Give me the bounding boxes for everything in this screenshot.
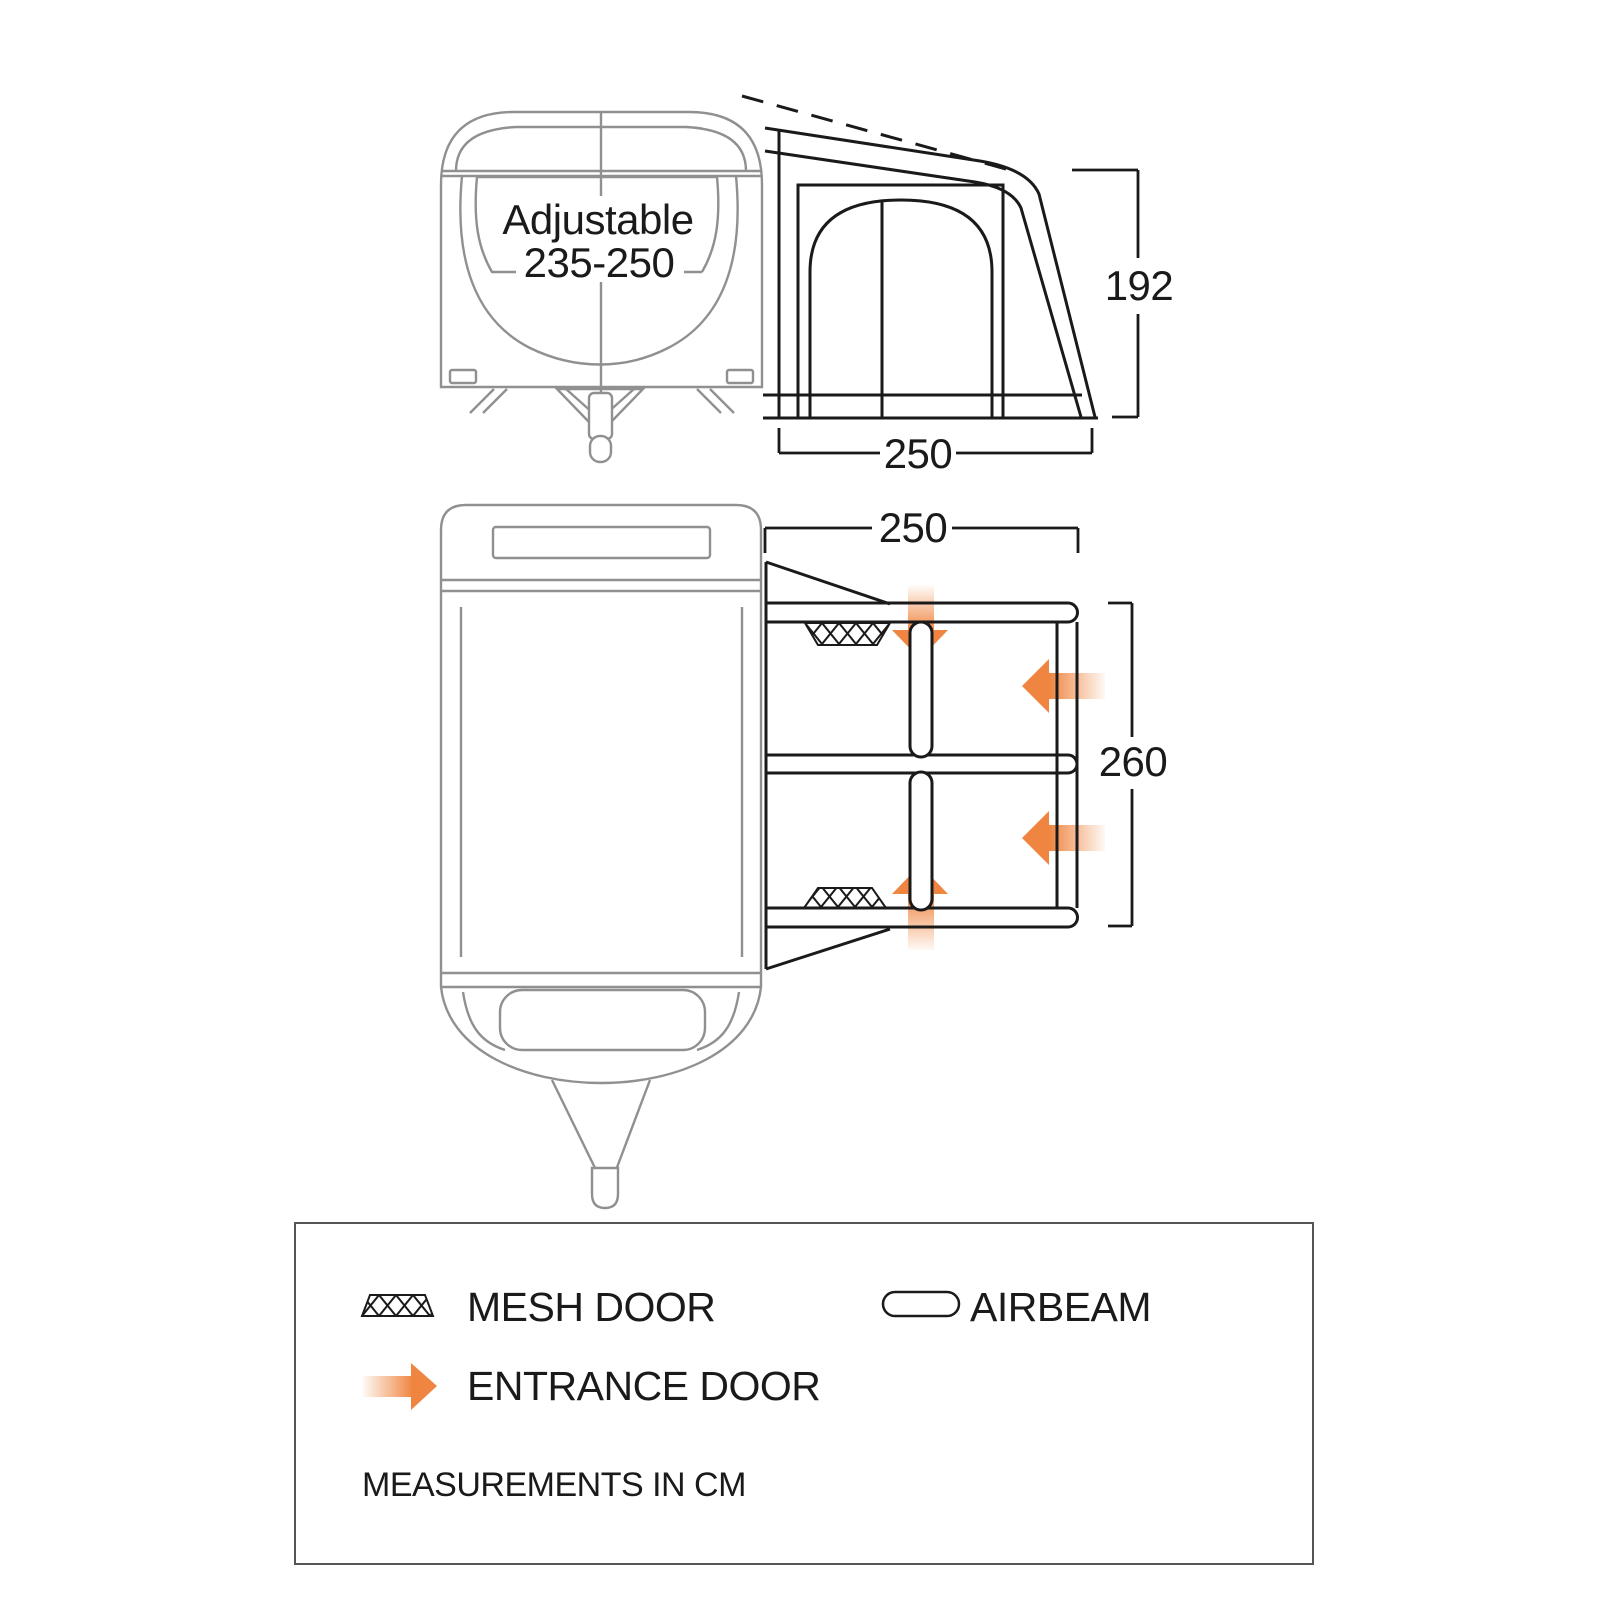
- caravan-front-window: [474, 175, 720, 274]
- mesh-door-icon: [360, 1294, 435, 1317]
- legend-mesh-door-label: MESH DOOR: [467, 1284, 715, 1330]
- caravan-front-leg-left: [469, 388, 508, 414]
- caravan-adjustable-label: Adjustable: [502, 196, 693, 243]
- legend-airbeam-label: AIRBEAM: [970, 1284, 1151, 1330]
- entrance-arrow-right-upper: [1022, 659, 1105, 713]
- plan-depth-dimension: [763, 526, 1080, 553]
- caravan-adjustable-range: 235-250: [524, 239, 675, 286]
- caravan-plan-hitch: [590, 1166, 620, 1210]
- legend-measurements-note: MEASUREMENTS IN CM: [362, 1466, 746, 1504]
- caravan-plan-view: [439, 503, 763, 1210]
- entrance-door-icon: [363, 1363, 437, 1410]
- caravan-plan-body: [439, 503, 763, 987]
- caravan-front-hitch-tip: [588, 434, 613, 464]
- awning-roof-outer-line: [764, 126, 1097, 418]
- caravan-front-body-outline: [439, 110, 764, 389]
- caravan-front-jockey: [587, 391, 614, 441]
- awning-plan-view: [764, 560, 1079, 971]
- plan-depth-dim-line: [763, 526, 1080, 553]
- plan-depth-label: 250: [879, 504, 948, 551]
- depth-dim-line: [777, 428, 1094, 455]
- legend-box: [294, 1222, 1314, 1565]
- legend: MESH DOOR AIRBEAM ENTRANCE DOOR MEASUREM…: [294, 1222, 1314, 1565]
- plan-width-dimension: [1108, 601, 1134, 928]
- plan-width-dim-line: [1108, 601, 1134, 928]
- plan-width-label: 260: [1099, 738, 1168, 785]
- awning-plan-right-wall: [1055, 622, 1079, 908]
- awning-door-arch: [808, 198, 994, 417]
- caravan-plan-rear-window: [491, 525, 712, 560]
- awning-roof-inner-line: [764, 149, 1083, 418]
- entrance-door-icon-head: [411, 1363, 437, 1410]
- caravan-front-panel-curve: [459, 175, 739, 366]
- side-depth-label: 250: [884, 430, 953, 477]
- caravan-plan-side-lines: [459, 607, 744, 957]
- airbeam-bottom: [765, 906, 1079, 929]
- caravan-front-view: [439, 110, 764, 464]
- entrance-arrow-right-lower: [1022, 811, 1105, 865]
- caravan-front-leg-right: [696, 388, 735, 414]
- airbeam-icon: [881, 1290, 961, 1318]
- side-height-label: 192: [1105, 262, 1174, 309]
- caravan-front-light-right: [725, 368, 755, 385]
- airbeam-vertical-lower: [908, 770, 934, 912]
- height-dim-line: [1072, 168, 1140, 419]
- awning-side-view: [741, 94, 1098, 420]
- airbeam-top: [765, 601, 1079, 624]
- side-view-height-dimension: [1072, 168, 1140, 419]
- caravan-label-backing: [516, 196, 684, 282]
- caravan-plan-rear-lines: [441, 578, 761, 593]
- caravan-plan-front-lines: [441, 971, 761, 989]
- caravan-plan-front-curve: [439, 986, 763, 1085]
- caravan-plan-front-window: [498, 988, 707, 1052]
- arrow-head-left: [1022, 811, 1049, 865]
- caravan-plan-drawbar: [550, 1079, 652, 1171]
- arrow-head-left: [1022, 659, 1049, 713]
- awning-plan-flap-top: [765, 560, 891, 606]
- caravan-front-light-left: [448, 368, 478, 385]
- entrance-door-icon-tail: [363, 1376, 413, 1397]
- airbeam-vertical-upper: [908, 620, 934, 759]
- awning-plan-flap-bottom: [765, 927, 891, 971]
- caravan-plan-front-side-curves: [461, 991, 741, 1052]
- awning-door-frame: [796, 183, 1005, 417]
- mesh-door-top: [803, 622, 892, 646]
- legend-entrance-door-label: ENTRANCE DOOR: [467, 1363, 820, 1409]
- side-view-depth-dimension: [777, 428, 1094, 455]
- mesh-door-bottom: [802, 887, 888, 909]
